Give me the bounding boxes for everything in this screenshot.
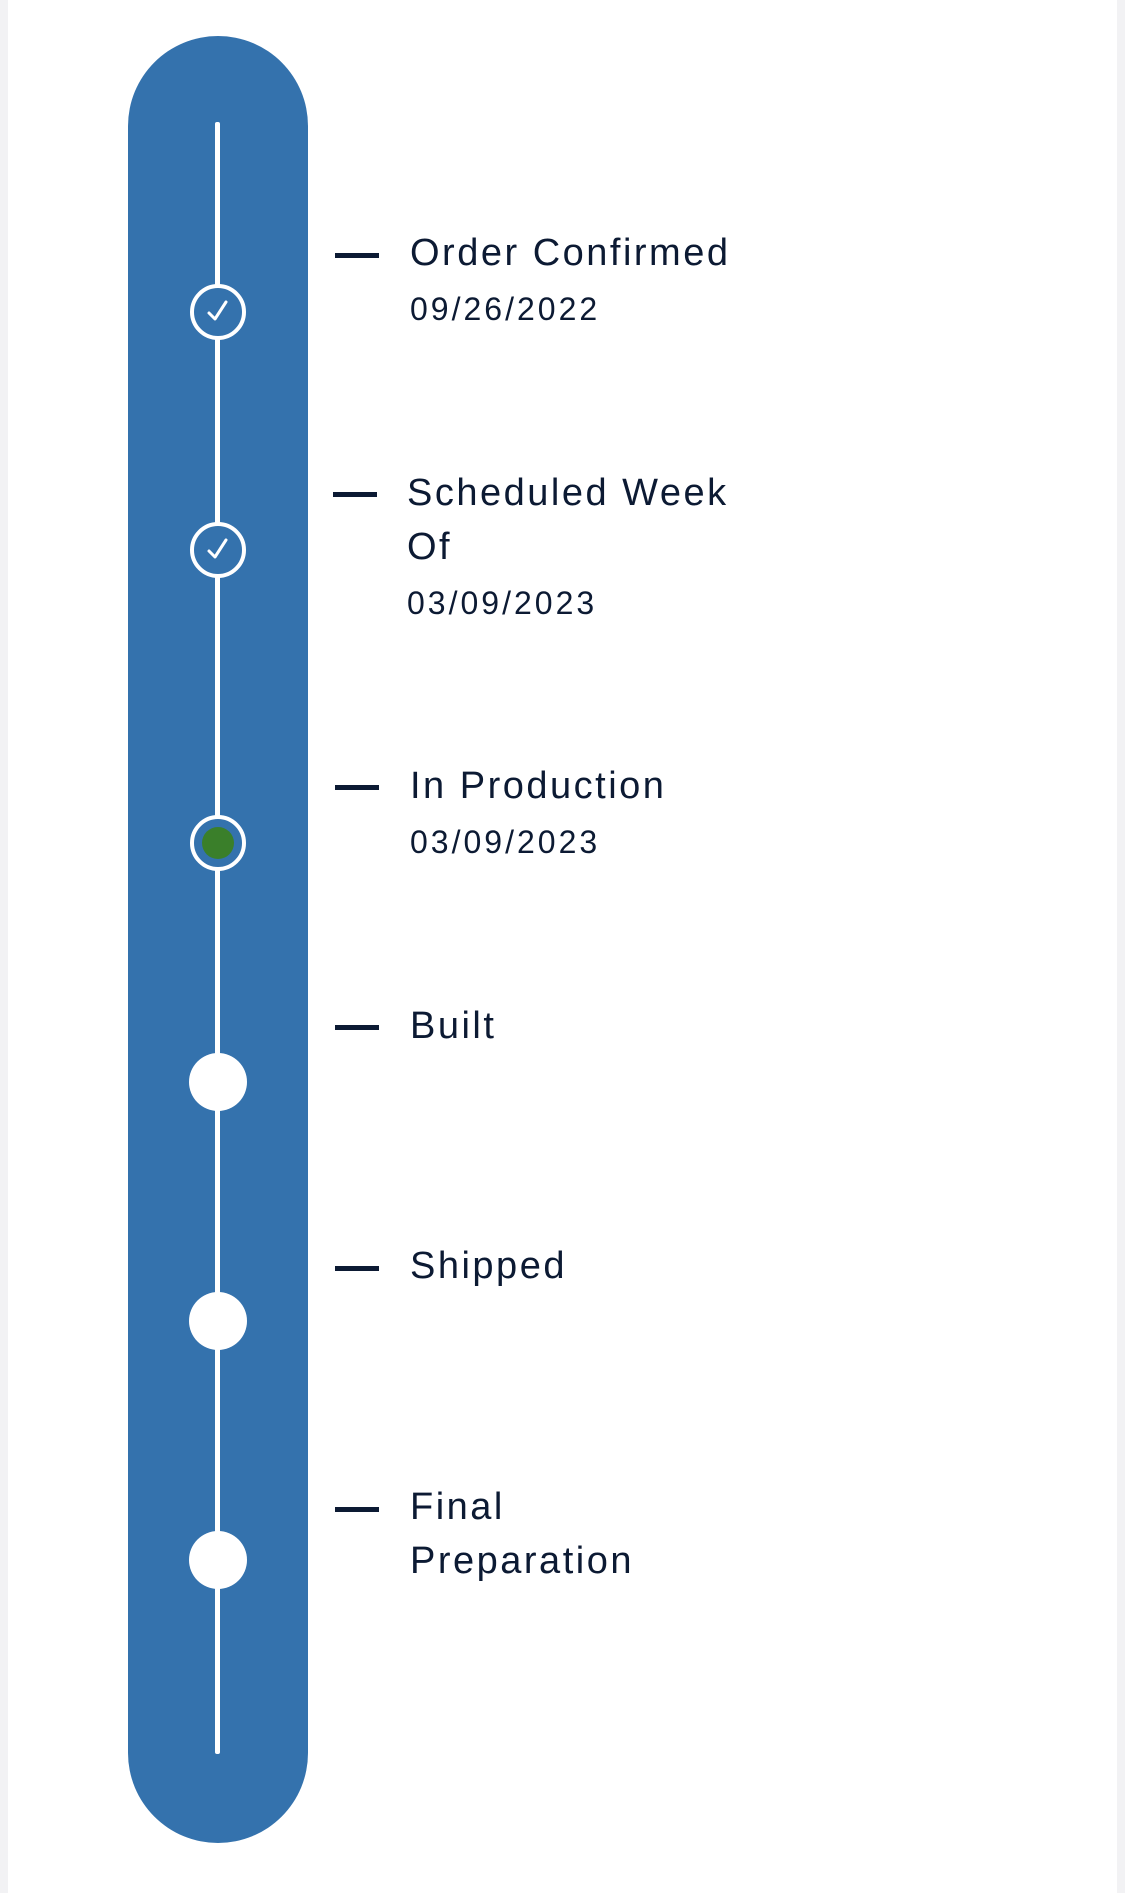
step-title-line-1: Scheduled Week (407, 472, 729, 514)
step-title-line-2: Of (407, 526, 453, 568)
current-step-dot (202, 827, 234, 859)
step-connector-dash (335, 1507, 379, 1512)
step-title: Order Confirmed (410, 232, 731, 274)
step-date: 03/09/2023 (410, 824, 601, 860)
pending-circle-icon (189, 1292, 247, 1350)
step-scheduled-week: Scheduled Week Of 03/09/2023 (407, 466, 729, 624)
step-connector-dash (335, 1025, 379, 1030)
step-connector-dash (335, 1266, 379, 1271)
step-shipped: Shipped (410, 1239, 567, 1293)
step-title: Shipped (410, 1245, 567, 1287)
step-title-line-1: Final (410, 1486, 505, 1528)
step-connector-dash (335, 785, 379, 790)
progress-track-line (215, 122, 220, 1754)
step-title-line-2: Preparation (410, 1540, 634, 1582)
step-connector-dash (335, 253, 379, 258)
current-dot-icon (190, 815, 246, 871)
pending-circle-icon (189, 1531, 247, 1589)
step-title: Built (410, 1005, 497, 1047)
step-title: In Production (410, 765, 667, 807)
pending-circle-icon (189, 1053, 247, 1111)
step-built: Built (410, 999, 496, 1053)
step-date: 03/09/2023 (407, 585, 598, 621)
check-circle-icon (190, 284, 246, 340)
step-order-confirmed: Order Confirmed 09/26/2022 (410, 226, 730, 330)
step-date: 09/26/2022 (410, 291, 601, 327)
step-final-preparation: Final Preparation (410, 1480, 634, 1588)
step-connector-dash (333, 492, 377, 497)
check-circle-icon (190, 522, 246, 578)
step-in-production: In Production 03/09/2023 (410, 759, 666, 863)
